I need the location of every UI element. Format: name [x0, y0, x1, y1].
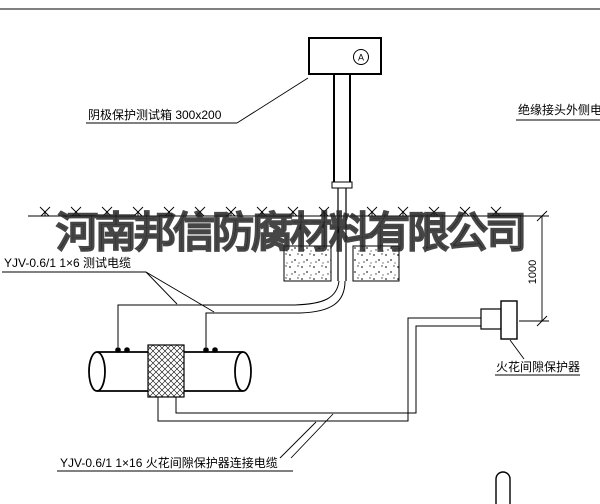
pipe-riser-symbol [495, 471, 511, 504]
terminal-circle [353, 49, 369, 65]
leader-test-cable-1 [145, 271, 178, 305]
pipe-end-right [234, 351, 252, 392]
label-test-box: 阴极保护测试箱 300x200 [86, 77, 309, 124]
protector-cable-1 [157, 317, 481, 422]
protector-cables [157, 317, 481, 422]
test-cable-2 [205, 280, 346, 347]
dim-tick-top [536, 210, 548, 222]
test-box: A [308, 37, 382, 75]
svg-text:YJV-0.6/1 1×6 测试电缆: YJV-0.6/1 1×6 测试电缆 [4, 255, 131, 270]
concrete-block-left [283, 245, 332, 282]
svg-text:绝缘接头外侧电缆: 绝缘接头外侧电缆 [518, 102, 600, 117]
insulating-joint [147, 344, 185, 398]
leader-test-cable-2 [145, 271, 215, 313]
leader-spark-gap [509, 339, 525, 360]
label-connection-cable: YJV-0.6/1 1×16 火花间隙保护器连接电缆 [57, 413, 334, 472]
test-cables [117, 280, 346, 347]
leader-connection-cable-1 [279, 421, 317, 459]
spark-gap-protector [480, 300, 518, 340]
concrete-block-right [352, 245, 400, 282]
svg-text:YJV-0.6/1 1×16 火花间隙保护器连接电缆: YJV-0.6/1 1×16 火花间隙保护器连接电缆 [60, 455, 278, 470]
protector-cable-2 [175, 325, 481, 414]
cable-terminals [115, 347, 218, 353]
test-cable-1 [117, 280, 340, 347]
riser-post [331, 74, 353, 281]
leader-test-box [236, 77, 309, 124]
svg-text:火花间隙保护器: 火花间隙保护器 [496, 359, 580, 374]
dimension-1000-text: 1000 [527, 260, 539, 284]
label-outer-cable: 绝缘接头外侧电缆 [516, 102, 600, 121]
pipe-end-left [88, 351, 106, 392]
terminal-letter: A [358, 53, 364, 63]
dimension-1000 [519, 210, 549, 327]
dim-tick-bottom [536, 315, 548, 327]
post-coupling [331, 181, 353, 189]
svg-text:阴极保护测试箱 300x200: 阴极保护测试箱 300x200 [88, 107, 222, 122]
leader-connection-cable-2 [290, 413, 334, 459]
label-test-cable: YJV-0.6/1 1×6 测试电缆 [2, 255, 215, 313]
company-watermark: 河南邦信防腐材料有限公司 [56, 209, 524, 256]
label-spark-gap: 火花间隙保护器 [495, 339, 580, 376]
